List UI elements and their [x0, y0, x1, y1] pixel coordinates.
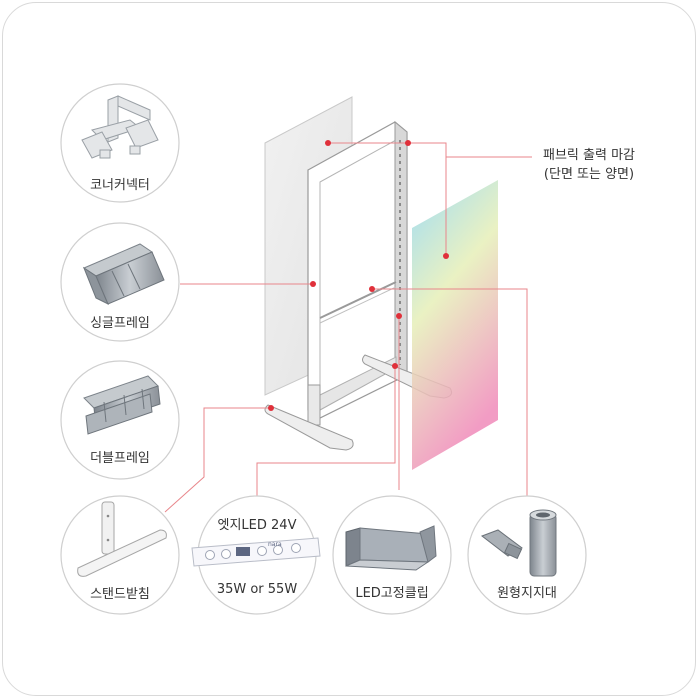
label-led-power: 35W or 55W	[216, 582, 298, 597]
dot-single-frame	[310, 281, 316, 287]
stand-support-image	[77, 501, 167, 577]
fabric-print-callout: 패브릭 출력 마감 (단면 또는 양면)	[534, 146, 644, 184]
dot-clip	[396, 313, 402, 319]
leader-stand	[164, 407, 271, 513]
led-brand-text: nara	[268, 541, 282, 548]
fabric-print-line2: (단면 또는 양면)	[543, 167, 635, 182]
label-double-frame: 더블프레임	[90, 451, 150, 466]
leader-led	[256, 366, 396, 512]
round-support-image	[480, 509, 557, 577]
dot-back-panel	[325, 140, 331, 146]
printed-fabric-panel	[412, 180, 498, 470]
dot-stand	[268, 405, 274, 411]
label-single-frame: 싱글프레임	[90, 316, 150, 331]
label-round-support: 원형지지대	[497, 586, 557, 601]
marker-dots	[268, 140, 449, 411]
led-clip-image	[345, 525, 437, 571]
label-edge-led: 엣지LED 24V	[217, 518, 297, 533]
leader-fabric	[328, 142, 532, 158]
dot-frame-top	[405, 140, 411, 146]
edge-led-image: nara	[191, 537, 321, 567]
dot-led	[392, 363, 398, 369]
leader-round-support	[372, 288, 528, 515]
single-frame-image	[82, 243, 165, 306]
leader-lines	[164, 142, 532, 515]
label-stand-support: 스탠드받침	[90, 587, 150, 602]
double-frame-image	[83, 375, 161, 435]
label-led-clip: LED고정클립	[355, 586, 429, 601]
main-frame	[307, 120, 408, 426]
corner-connector-image	[81, 95, 159, 159]
dot-crossbar	[369, 286, 375, 292]
dot-fabric	[443, 253, 449, 259]
fabric-print-line1: 패브릭 출력 마감	[543, 148, 635, 163]
label-corner-connector: 코너커넥터	[90, 178, 150, 193]
